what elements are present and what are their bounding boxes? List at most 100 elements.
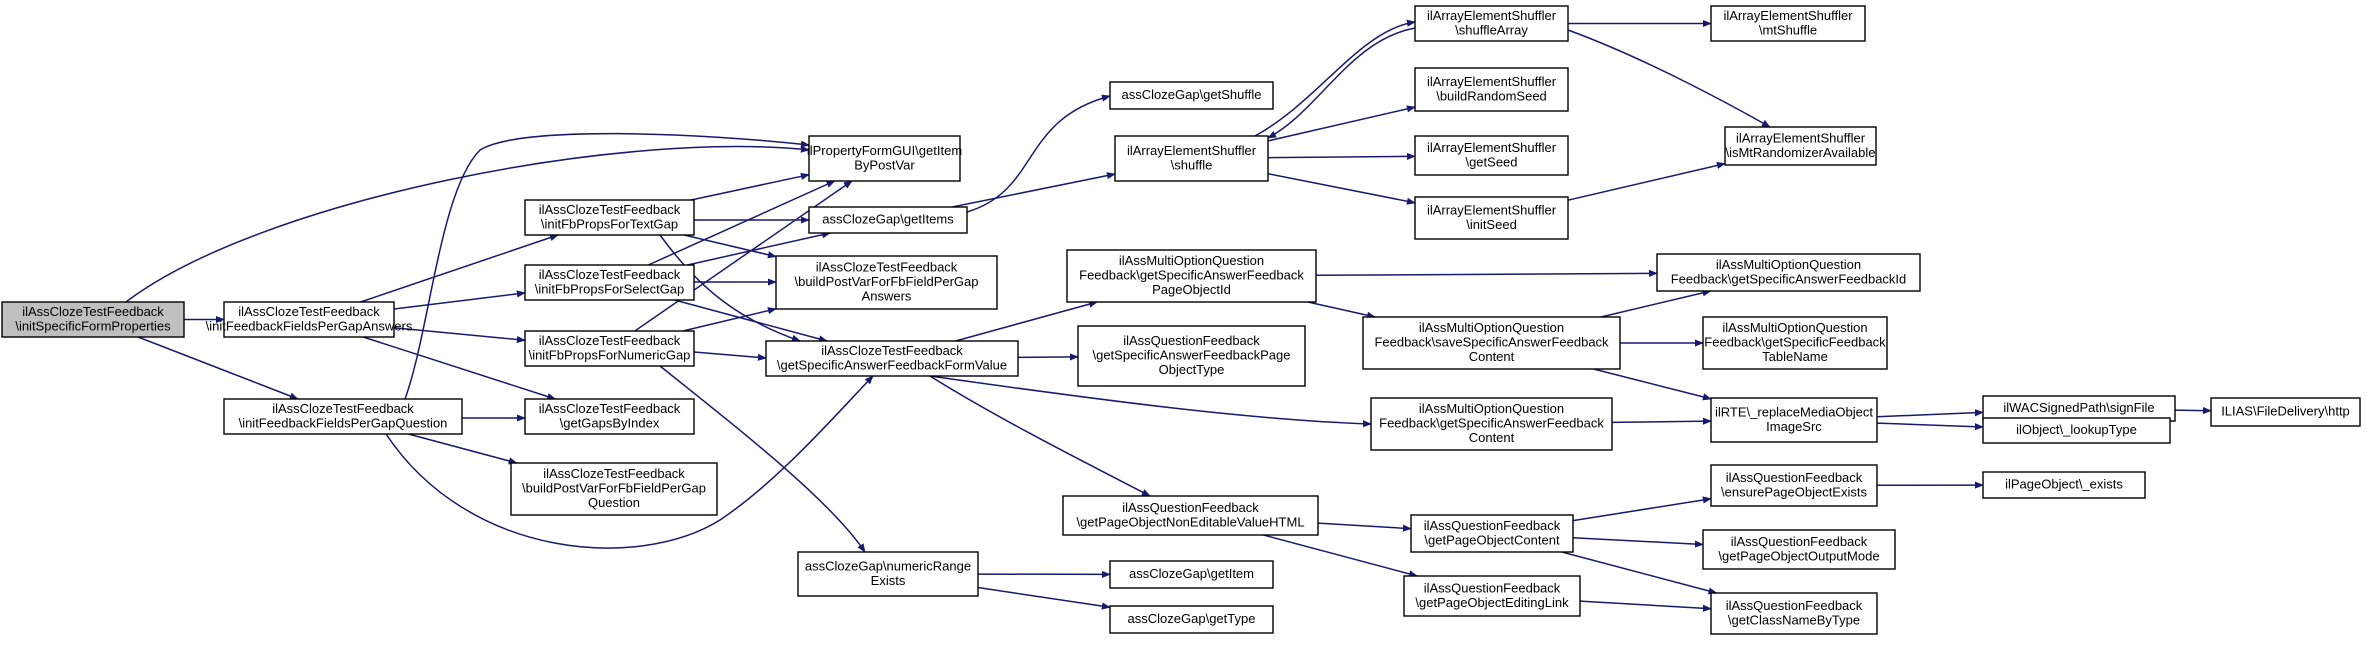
node-outputMode[interactable]: ilAssQuestionFeedback\getPageObjectOutpu… xyxy=(1702,529,1896,570)
node-label-line: ilAssMultiOptionQuestion xyxy=(1419,401,1564,416)
edge-shuffle-to-initSeed xyxy=(1267,172,1416,205)
node-pageContent[interactable]: ilAssQuestionFeedback\getPageObjectConte… xyxy=(1410,514,1574,553)
node-label-line: ilAssClozeTestFeedback xyxy=(539,202,681,217)
node-label-line: ilAssClozeTestFeedback xyxy=(238,304,380,319)
node-lookupType[interactable]: ilObject\_lookupType xyxy=(1982,417,2171,444)
node-label-line: ilAssClozeTestFeedback xyxy=(821,343,963,358)
node-label-line: \getSeed xyxy=(1465,154,1517,169)
node-gapsByIndex[interactable]: ilAssClozeTestFeedback\getGapsByIndex xyxy=(524,398,695,435)
node-saveContent[interactable]: ilAssMultiOptionQuestionFeedback\saveSpe… xyxy=(1362,316,1621,370)
node-label-line: ImageSrc xyxy=(1766,419,1822,434)
node-classByType[interactable]: ilAssQuestionFeedback\getClassNameByType xyxy=(1710,592,1878,635)
node-formValue[interactable]: ilAssClozeTestFeedback\getSpecificAnswer… xyxy=(765,340,1019,377)
edge-textGap-to-propForm xyxy=(690,172,810,201)
node-box xyxy=(1414,67,1569,112)
node-initPerGapQuestion[interactable]: ilAssClozeTestFeedback\initFeedbackField… xyxy=(223,398,463,435)
edge-replaceMedia-to-lookupType xyxy=(1876,422,1984,431)
node-label-line: assClozeGap\getItems xyxy=(822,212,954,227)
node-fileDelivery[interactable]: ILIAS\FileDelivery\http xyxy=(2210,397,2361,427)
node-initSeed[interactable]: ilArrayElementShuffler\initSeed xyxy=(1414,196,1569,240)
node-label-line: assClozeGap\getItem xyxy=(1129,566,1254,581)
node-label-line: ilArrayElementShuffler xyxy=(1736,130,1866,145)
node-nonEditable[interactable]: ilAssQuestionFeedback\getPageObjectNonEd… xyxy=(1062,495,1319,536)
node-feedbackId[interactable]: ilAssMultiOptionQuestionFeedback\getSpec… xyxy=(1656,253,1921,292)
node-label-line: \getPageObjectEditingLink xyxy=(1415,595,1569,610)
edge-numericGap-to-propForm xyxy=(634,180,853,332)
node-label-line: ilAssClozeTestFeedback xyxy=(539,267,681,282)
node-getContent[interactable]: ilAssMultiOptionQuestionFeedback\getSpec… xyxy=(1370,397,1613,451)
node-box xyxy=(1710,464,1878,507)
node-label-line: ilArrayElementShuffler xyxy=(1127,143,1257,158)
node-pageExists[interactable]: ilPageObject\_exists xyxy=(1982,471,2146,499)
node-pageObjType[interactable]: ilAssQuestionFeedback\getSpecificAnswerF… xyxy=(1077,325,1306,387)
node-root[interactable]: ilAssClozeTestFeedback\initSpecificFormP… xyxy=(1,301,185,338)
node-box xyxy=(797,551,979,597)
edge-numericGap-to-postVarAnswers xyxy=(682,307,777,332)
edge-pageContent-to-outputMode xyxy=(1572,536,1704,548)
edge-numericGap-to-numRange xyxy=(659,365,866,553)
node-postVarQuestion[interactable]: ilAssClozeTestFeedback\buildPostVarForFb… xyxy=(510,462,718,516)
node-tableName[interactable]: ilAssMultiOptionQuestionFeedback\getSpec… xyxy=(1702,316,1888,370)
edge-initPerGapAnswers-to-gapsByIndex xyxy=(362,336,557,400)
node-box xyxy=(510,462,718,516)
node-label-line: ByPostVar xyxy=(854,157,915,172)
edge-pageContent-to-classByType xyxy=(1561,551,1718,595)
node-postVarAnswers[interactable]: ilAssClozeTestFeedback\buildPostVarForFb… xyxy=(775,255,998,310)
edge-numericGap-to-formValue xyxy=(693,351,767,361)
node-label-line: \getPageObjectNonEditableValueHTML xyxy=(1076,514,1304,529)
node-label-line: \getSpecificAnswerFeedbackPage xyxy=(1092,348,1290,363)
node-label-line: ilAssQuestionFeedback xyxy=(1731,534,1868,549)
node-box xyxy=(1066,249,1317,303)
edge-initPerGapQuestion-to-formValue xyxy=(385,375,874,549)
node-box xyxy=(1710,5,1866,42)
node-numericGap[interactable]: ilAssClozeTestFeedback\initFbPropsForNum… xyxy=(524,330,695,367)
node-signFile[interactable]: ilWACSignedPath\signFile xyxy=(1982,395,2176,422)
node-shuffle[interactable]: ilArrayElementShuffler\shuffle xyxy=(1114,135,1269,182)
node-box xyxy=(1702,316,1888,370)
node-box xyxy=(1702,529,1896,570)
edge-shuffleArray-to-mtAvail xyxy=(1567,29,1771,128)
node-label-line: ilAssClozeTestFeedback xyxy=(816,260,958,275)
edge-pageObjId-to-feedbackId xyxy=(1315,269,1658,277)
node-box xyxy=(1109,81,1274,110)
node-getSeed[interactable]: ilArrayElementShuffler\getSeed xyxy=(1414,135,1569,176)
node-box xyxy=(1982,395,2176,422)
node-gapGetItems[interactable]: assClozeGap\getItems xyxy=(808,206,968,234)
node-gapGetType[interactable]: assClozeGap\getType xyxy=(1109,605,1274,634)
node-label-line: \initSpecificFormProperties xyxy=(15,318,171,333)
node-label-line: PageObjectId xyxy=(1152,282,1231,297)
edge-root-to-propForm xyxy=(125,145,810,303)
node-selectGap[interactable]: ilAssClozeTestFeedback\initFbPropsForSel… xyxy=(524,264,695,301)
node-label-line: \isMtRandomizerAvailable xyxy=(1725,145,1875,160)
edge-gapGetItems-to-shuffle xyxy=(952,172,1116,208)
node-label-line: ilAssQuestionFeedback xyxy=(1424,518,1561,533)
node-box xyxy=(765,340,1019,377)
node-label-line: \shuffleArray xyxy=(1455,22,1528,37)
node-textGap[interactable]: ilAssClozeTestFeedback\initFbPropsForTex… xyxy=(524,199,695,236)
function-nodes: ilAssClozeTestFeedback \initSpecificFormP… xyxy=(1,5,2361,635)
edge-editingLink-to-classByType xyxy=(1579,600,1712,612)
node-mtAvail[interactable]: ilArrayElementShuffler\isMtRandomizerAva… xyxy=(1724,126,1877,166)
node-mtShuffle[interactable]: ilArrayElementShuffler\mtShuffle xyxy=(1710,5,1866,42)
node-shuffleArray[interactable]: ilArrayElementShuffler\shuffleArray xyxy=(1414,5,1569,42)
node-gapGetShuffle[interactable]: assClozeGap\getShuffle xyxy=(1109,81,1274,110)
node-box xyxy=(524,199,695,236)
node-pageObjId[interactable]: ilAssMultiOptionQuestionFeedback\getSpec… xyxy=(1066,249,1317,303)
node-label-line: Content xyxy=(1469,349,1515,364)
node-buildSeed[interactable]: ilArrayElementShuffler\buildRandomSeed xyxy=(1414,67,1569,112)
node-editingLink[interactable]: ilAssQuestionFeedback\getPageObjectEditi… xyxy=(1403,575,1581,617)
node-label-line: ILIAS\FileDelivery\http xyxy=(2221,404,2350,419)
edge-formValue-to-nonEditable xyxy=(929,375,1151,497)
node-label-line: assClozeGap\getShuffle xyxy=(1122,87,1262,102)
node-initPerGapAnswers[interactable]: ilAssClozeTestFeedback\initFeedbackField… xyxy=(206,301,413,338)
node-gapGetItem[interactable]: assClozeGap\getItem xyxy=(1109,560,1274,589)
node-ensureExists[interactable]: ilAssQuestionFeedback\ensurePageObjectEx… xyxy=(1710,464,1878,507)
node-label-line: Feedback\getSpecificAnswerFeedback xyxy=(1379,416,1604,431)
node-box xyxy=(223,301,395,338)
edge-formValue-to-pageObjType xyxy=(1017,353,1079,361)
node-box xyxy=(1982,471,2146,499)
